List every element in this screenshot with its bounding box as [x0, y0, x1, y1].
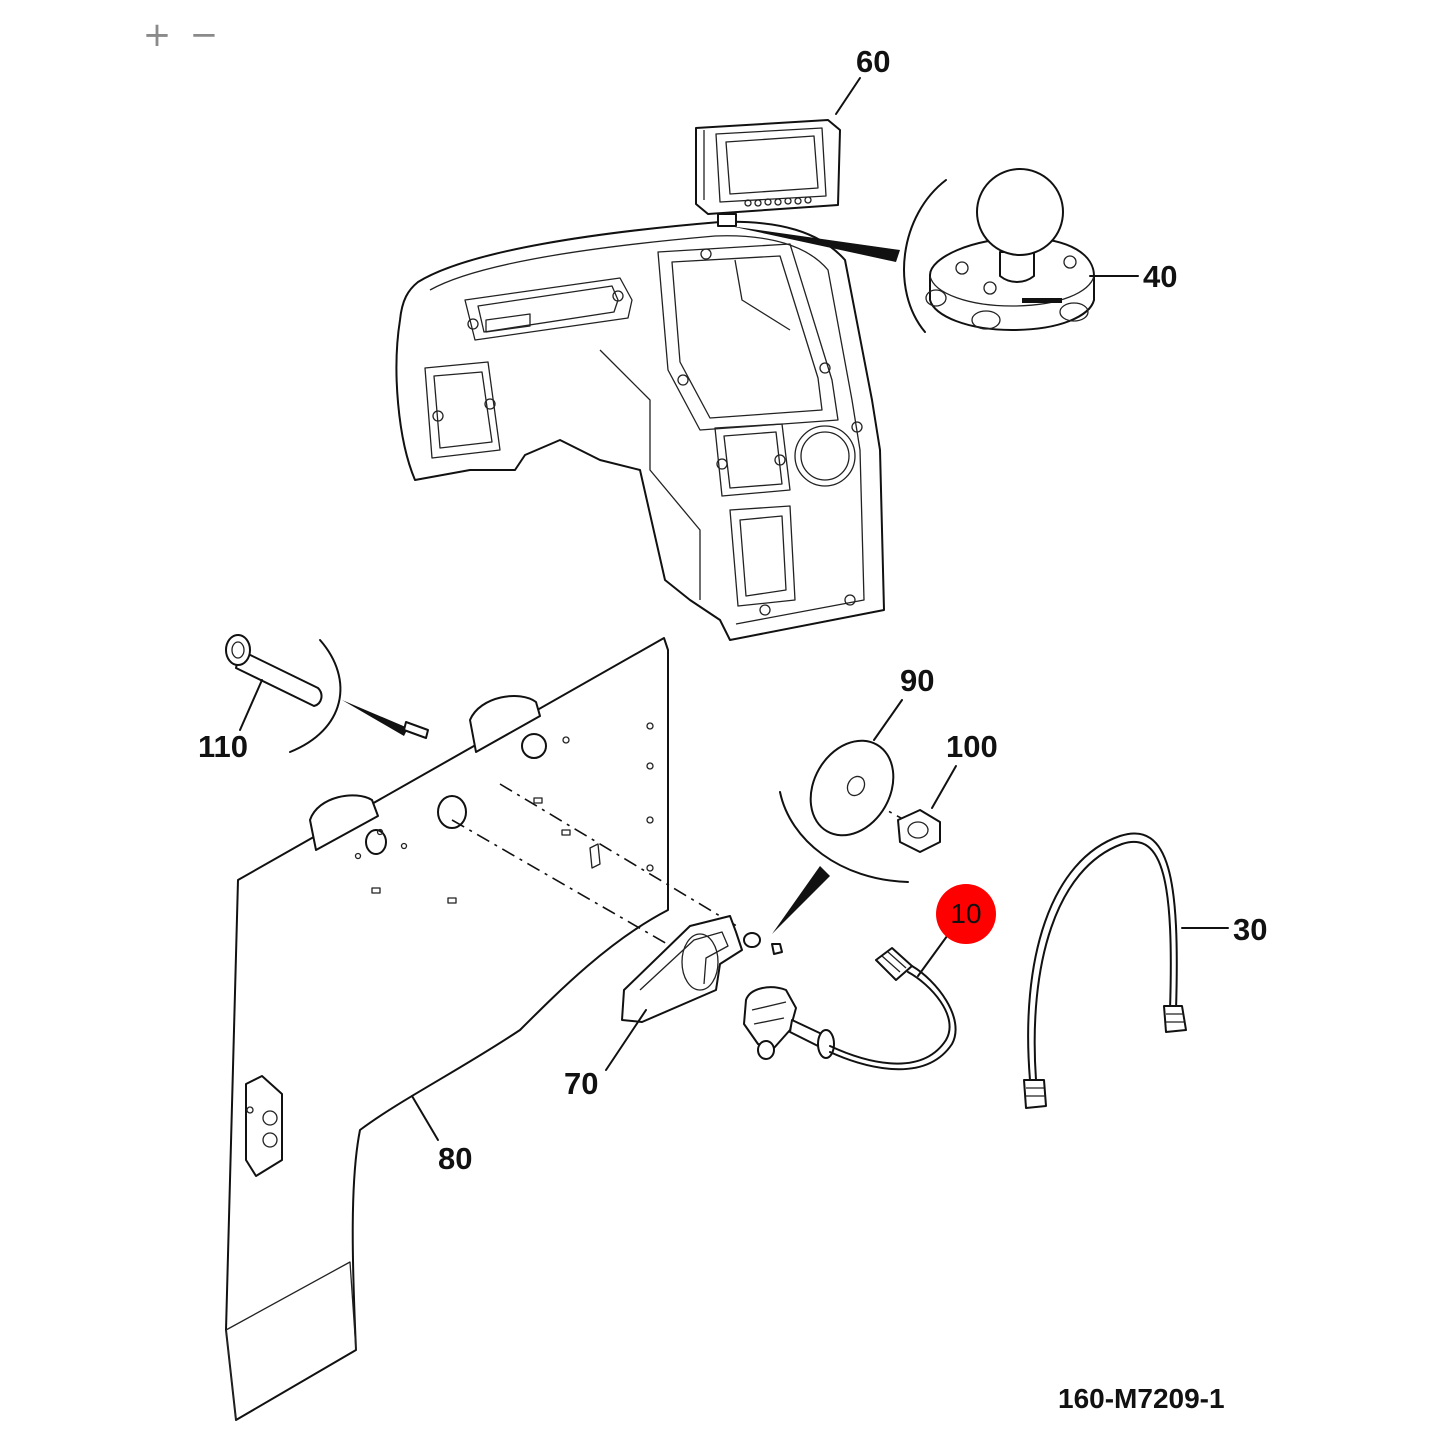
callout-100[interactable]: 100: [946, 729, 998, 764]
callout-110[interactable]: 110: [198, 729, 249, 764]
drawing-number: 160-M7209-1: [1058, 1383, 1225, 1414]
callout-70[interactable]: 70: [564, 1066, 599, 1101]
zoom-out-button[interactable]: −: [187, 18, 221, 52]
clevis-pin: [225, 634, 429, 753]
callout-90[interactable]: 90: [900, 663, 935, 698]
callout-60[interactable]: 60: [856, 44, 891, 79]
monitor-buttons: [744, 196, 812, 207]
plate-bracket: [245, 1075, 283, 1177]
mounting-plate: [225, 637, 669, 1421]
ball-mount-detail: [730, 168, 1139, 333]
camera-cable: [743, 931, 957, 1071]
zoom-in-button[interactable]: +: [140, 18, 174, 52]
extension-cable: [1023, 832, 1229, 1109]
dashboard-console: [395, 220, 885, 641]
washer-nut-detail: [772, 699, 957, 934]
callout-30[interactable]: 30: [1233, 912, 1268, 947]
display-monitor: [695, 77, 861, 227]
callout-10-highlighted[interactable]: 10: [936, 884, 996, 944]
callout-40[interactable]: 40: [1143, 259, 1178, 294]
callout-80[interactable]: 80: [438, 1141, 473, 1176]
camera-bracket: [605, 915, 783, 1071]
